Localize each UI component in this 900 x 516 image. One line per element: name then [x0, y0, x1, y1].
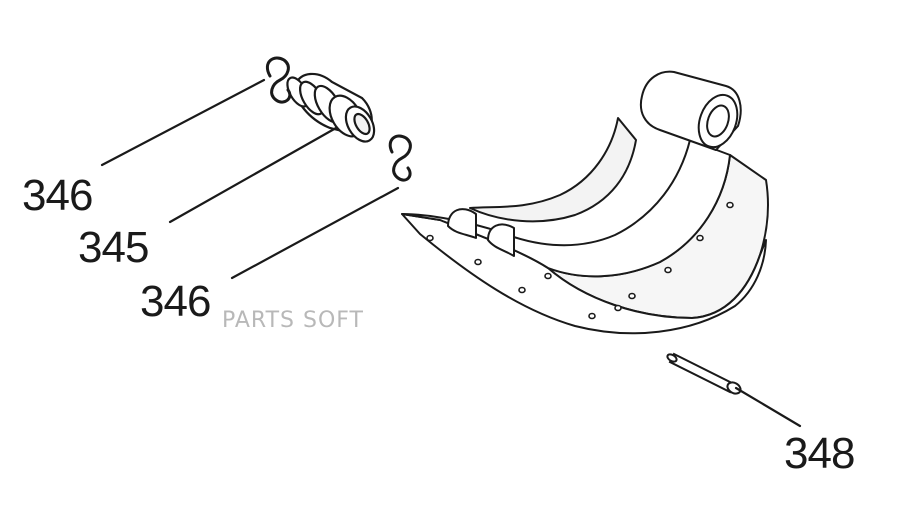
roller-slot-1: [447, 208, 477, 239]
leader-lines: [100, 78, 802, 428]
leader-345: [168, 126, 338, 224]
spring-clip-lower: [388, 134, 412, 182]
brake-shoe: [401, 70, 769, 335]
brake-shoe-inner: [469, 117, 637, 223]
leader-348: [734, 386, 802, 428]
watermark: PARTS SOFT: [222, 308, 364, 333]
pin: [666, 352, 742, 395]
rivet-holes: [426, 201, 734, 320]
spring-clip-upper: [265, 56, 292, 104]
roller-slot-2: [487, 223, 515, 257]
anchor-tube-bore: [706, 104, 730, 138]
roller: [286, 72, 376, 143]
leader-346-lower: [230, 186, 400, 280]
leader-346-upper: [100, 78, 266, 167]
callout-346-upper: 346: [22, 171, 93, 220]
callout-348: 348: [784, 429, 855, 478]
callout-346-lower: 346: [140, 277, 211, 326]
callout-345: 345: [78, 223, 149, 272]
